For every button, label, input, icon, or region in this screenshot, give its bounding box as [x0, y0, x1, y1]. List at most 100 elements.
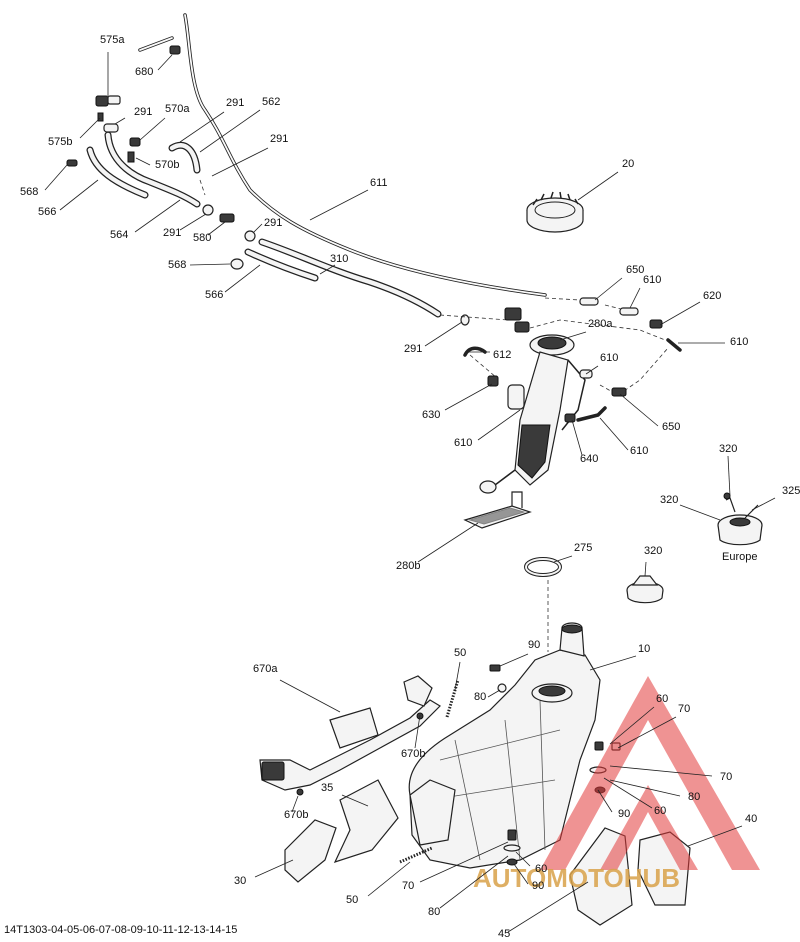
fuel-tank — [408, 622, 601, 869]
leader-lines — [44, 52, 776, 933]
leader-line-c90b — [597, 789, 613, 813]
callout-c650b: 650 — [662, 421, 680, 433]
callout-c670b2: 670b — [284, 809, 308, 821]
leader-line-c291a — [114, 117, 126, 125]
leader-line-c80a — [487, 689, 501, 698]
leader-line-c291b — [179, 111, 225, 143]
callout-c60a: 60 — [656, 693, 668, 705]
callout-c310: 310 — [330, 253, 348, 265]
callout-c630: 630 — [422, 409, 440, 421]
callout-c575a: 575a — [100, 34, 125, 46]
callout-c291c: 291 — [270, 133, 288, 145]
callout-c575b: 575b — [48, 136, 72, 148]
leader-line-c566b — [224, 264, 261, 293]
leader-line-c575b — [79, 117, 101, 139]
fitting-570b — [127, 151, 135, 163]
leader-line-c570a — [139, 117, 166, 141]
leader-line-c80b — [609, 779, 681, 797]
callout-c610a: 610 — [643, 274, 661, 286]
leader-line-c291e — [253, 223, 263, 233]
callout-c90a: 90 — [528, 639, 540, 651]
callout-c291d: 291 — [163, 227, 181, 239]
leader-line-c630 — [444, 383, 493, 411]
locking-ring — [526, 191, 584, 233]
callout-c20: 20 — [622, 158, 634, 170]
leader-line-c50a — [454, 661, 461, 691]
leader-line-c670a — [279, 679, 341, 713]
leader-line-c50b — [367, 861, 411, 897]
callout-c570b: 570b — [155, 159, 179, 171]
callout-c568b: 568 — [168, 259, 186, 271]
leader-line-c610a — [629, 287, 641, 309]
leader-line-c10 — [589, 655, 637, 671]
leader-line-c568b — [189, 263, 231, 266]
callout-c280a: 280a — [588, 318, 613, 330]
callout-c275: 275 — [574, 542, 592, 554]
callout-c650a: 650 — [626, 264, 644, 276]
callout-c30: 30 — [234, 875, 246, 887]
leader-line-c280a — [559, 331, 587, 341]
callout-c45: 45 — [498, 928, 510, 940]
callout-c70a: 70 — [678, 703, 690, 715]
callout-c280b: 280b — [396, 560, 420, 572]
leader-line-c610e — [599, 417, 629, 451]
callout-c35: 35 — [321, 782, 333, 794]
callout-c620: 620 — [703, 290, 721, 302]
vent-hose-group — [66, 13, 626, 326]
fuel-strainer — [463, 491, 532, 529]
callout-c670a: 670a — [253, 663, 278, 675]
callout-c90c: 90 — [532, 880, 544, 892]
callout-c568a: 568 — [20, 186, 38, 198]
callout-c562: 562 — [262, 96, 280, 108]
callout-c60b: 60 — [654, 805, 666, 817]
callout-c80c: 80 — [428, 906, 440, 918]
callout-c291e: 291 — [264, 217, 282, 229]
leader-line-c620 — [659, 301, 701, 326]
leader-line-c35 — [341, 794, 369, 807]
callout-c610b: 610 — [730, 336, 748, 348]
watermark-logo: AUTOMOTOHUB — [473, 676, 760, 893]
clip-568 — [66, 159, 78, 167]
callout-c320b: 320 — [660, 494, 678, 506]
fitting-570a — [129, 137, 141, 147]
callout-c320c: 320 — [644, 545, 662, 557]
leader-line-c20 — [577, 171, 619, 201]
leader-line-c30 — [254, 859, 294, 878]
callout-c70c: 70 — [402, 880, 414, 892]
leader-line-c60a — [609, 706, 655, 745]
leader-line-c45 — [507, 881, 589, 933]
leader-line-c325 — [751, 497, 776, 511]
callout-c90b: 90 — [618, 808, 630, 820]
leader-line-c610d — [477, 409, 521, 441]
fuel-cap — [626, 575, 664, 604]
clamp-291 — [103, 123, 119, 133]
fuel-pump-module — [469, 307, 669, 494]
callout-c291b: 291 — [226, 97, 244, 109]
leader-line-c611 — [309, 189, 369, 221]
bracket-670a — [259, 675, 441, 796]
leader-line-c650b — [619, 393, 659, 427]
valve-580 — [219, 213, 235, 223]
heat-shield-35 — [333, 779, 399, 863]
leader-line-c564 — [134, 199, 181, 233]
leader-line-c568a — [44, 164, 68, 191]
spring-strap-50-a — [445, 679, 460, 718]
leader-line-c90a — [499, 653, 529, 667]
callout-c60c: 60 — [535, 863, 547, 875]
callout-c670b1: 670b — [401, 748, 425, 760]
leader-line-c291c — [211, 147, 269, 177]
callout-c40: 40 — [745, 813, 757, 825]
watermark-text: AUTOMOTOHUB — [473, 863, 680, 893]
leader-line-c70c — [419, 841, 509, 883]
filler-seal — [524, 557, 562, 577]
leader-line-c320c — [644, 561, 647, 577]
callout-c10: 10 — [638, 643, 650, 655]
callout-c566b: 566 — [205, 289, 223, 301]
leader-line-c562 — [199, 109, 261, 153]
callout-c80b: 80 — [688, 791, 700, 803]
clip-568-b — [230, 258, 244, 270]
leader-line-c650a — [594, 277, 623, 301]
leader-line-c310 — [319, 264, 336, 275]
